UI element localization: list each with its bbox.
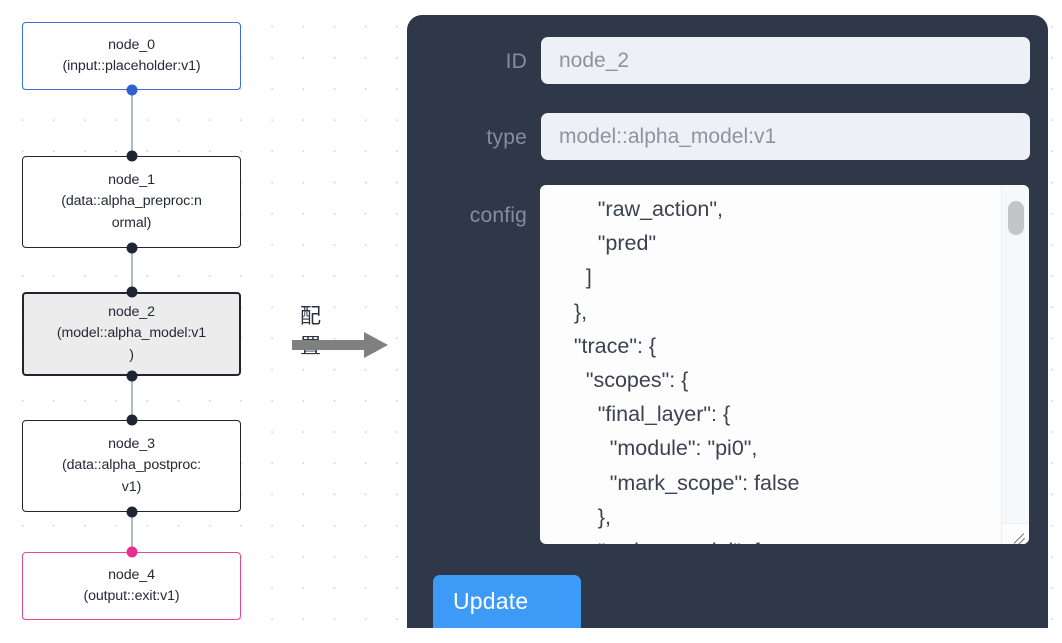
edge-node2-node3 [131,376,133,420]
node-1-output-handle[interactable] [126,242,138,254]
node-2-output-handle[interactable] [126,370,138,382]
type-input[interactable] [541,113,1030,160]
config-textarea-wrapper: "raw_action", "pred" ] }, "trace": { "sc… [540,185,1029,544]
edge-node3-node4 [131,512,133,552]
graph-node-node-2[interactable]: node_2 (model::alpha_model:v1 ) [22,292,241,376]
graph-node-node-1[interactable]: node_1 (data::alpha_preproc:n ormal) [22,156,241,248]
node-4-label: node_4 (output::exit:v1) [83,566,180,605]
node-properties-panel: ID type config "raw_action", "pred" ] },… [407,15,1048,628]
right-arrow-icon [292,330,392,365]
config-field-label: config [469,204,527,227]
config-vertical-scrollbar[interactable] [1001,185,1029,525]
edge-node0-node1 [131,90,133,156]
config-scrollbar-thumb[interactable] [1008,201,1024,235]
resize-grip-icon[interactable] [1001,523,1029,544]
node-3-input-handle[interactable] [126,414,138,426]
update-button[interactable]: Update [433,575,581,628]
node-3-label: node_3 (data::alpha_postproc: v1) [62,435,201,495]
field-row-type: type [407,113,1030,160]
node-1-input-handle[interactable] [126,150,138,162]
node-2-input-handle[interactable] [126,286,138,298]
field-row-id: ID [407,37,1030,84]
node-3-output-handle[interactable] [126,506,138,518]
node-1-label: node_1 (data::alpha_preproc:n ormal) [61,171,202,231]
node-2-label: node_2 (model::alpha_model:v1 ) [56,303,207,363]
node-0-label: node_0 (input::placeholder:v1) [62,36,201,75]
graph-node-node-3[interactable]: node_3 (data::alpha_postproc: v1) [22,420,241,512]
node-4-input-handle[interactable] [126,546,138,558]
id-input[interactable] [541,37,1030,84]
type-field-label: type [486,126,527,149]
id-field-label: ID [505,50,527,73]
graph-node-node-0[interactable]: node_0 (input::placeholder:v1) [22,22,241,90]
graph-node-node-4[interactable]: node_4 (output::exit:v1) [22,552,241,620]
config-textarea[interactable]: "raw_action", "pred" ] }, "trace": { "sc… [540,185,1002,544]
edge-node1-node2 [131,248,133,292]
node-0-output-handle[interactable] [126,84,138,96]
